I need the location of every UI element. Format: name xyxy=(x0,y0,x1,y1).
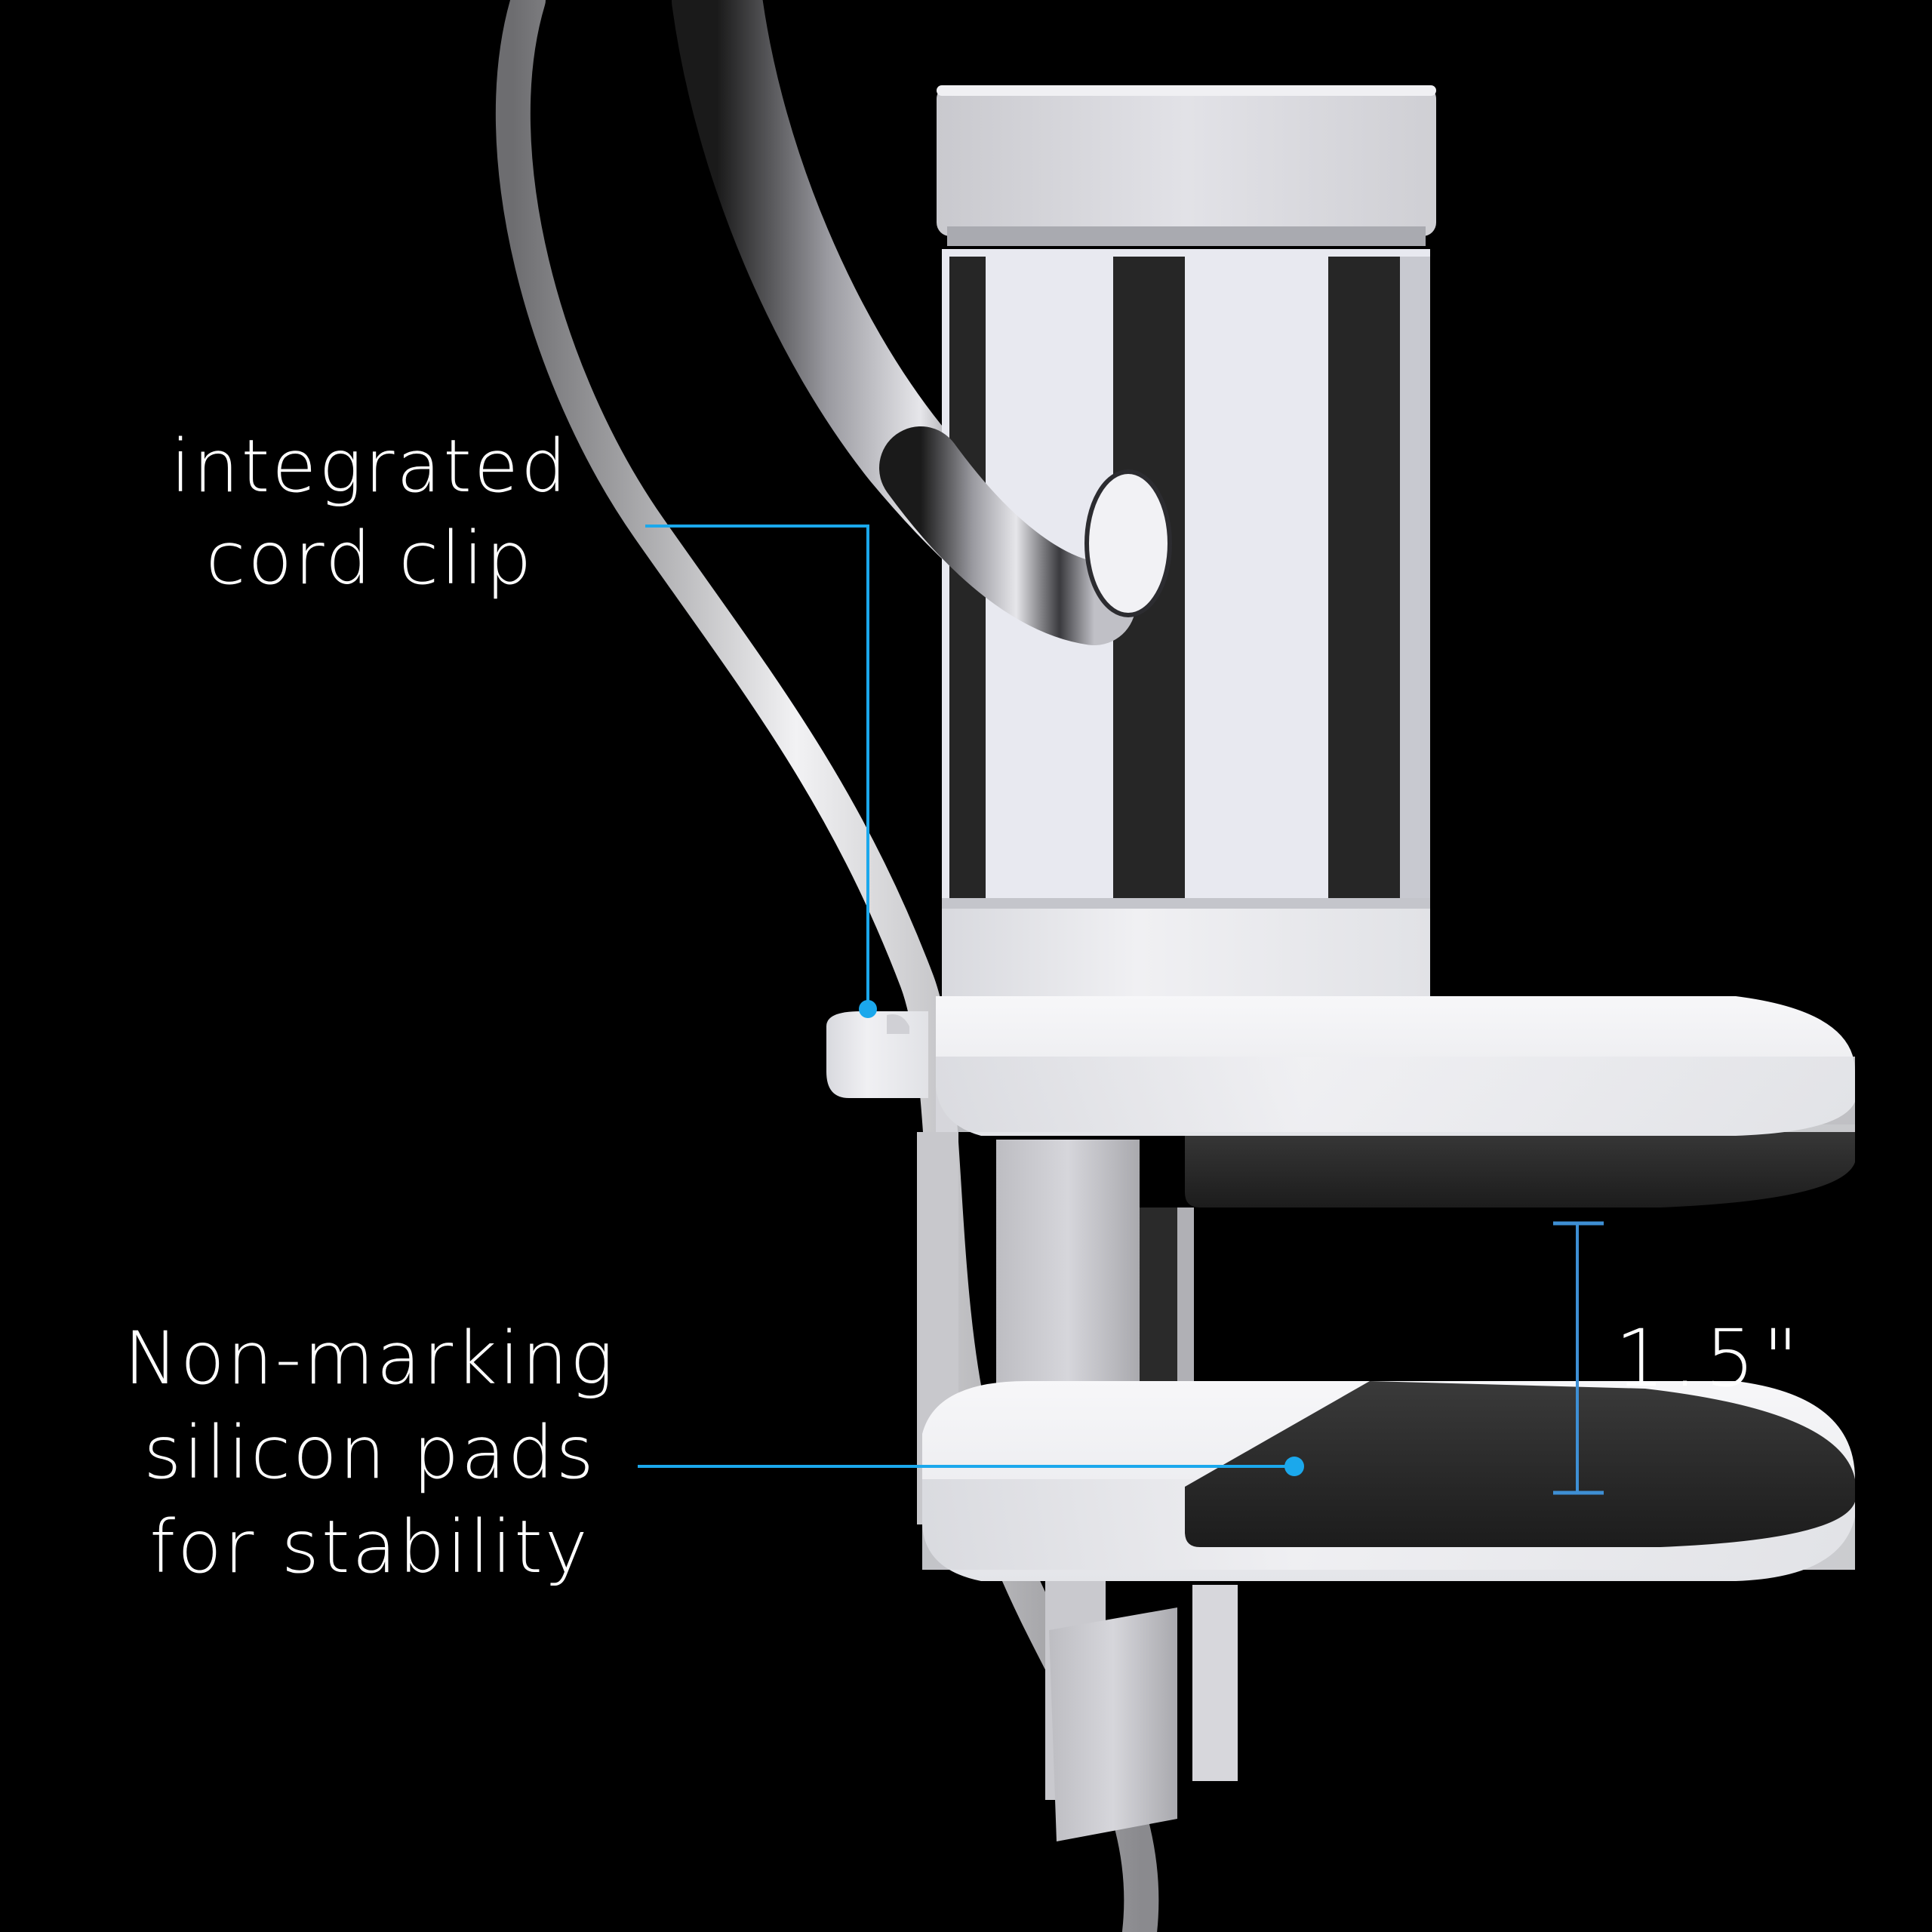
silicon-pads-label-line-3: for stability xyxy=(149,1505,590,1589)
lower-clamp-plate xyxy=(922,1381,1855,1581)
cord-clip-label-line-2: cord clip xyxy=(205,516,534,601)
clamp-opening-dimension-label: 1.5" xyxy=(1615,1312,1807,1404)
top-cap xyxy=(937,85,1436,246)
cord-clip-label: integrated cord clip xyxy=(136,430,604,614)
cord-clip-marker-dot xyxy=(859,1000,877,1018)
arm-joint xyxy=(879,426,1172,645)
silicon-pads-label-line-1: Non-marking xyxy=(124,1316,616,1401)
cord-clip-callout xyxy=(645,525,877,1018)
silicon-pads-label-line-2: silicon pads xyxy=(143,1411,596,1495)
silicon-pads-label: Non-marking silicon pads for stability xyxy=(98,1322,641,1605)
clamp-opening-dimension-bar xyxy=(1553,1221,1604,1495)
silicon-pad-marker-dot xyxy=(1284,1457,1304,1476)
clamp-screw-knob xyxy=(1045,1581,1238,1841)
upper-clamp-plate xyxy=(826,996,1855,1208)
cord-clip-label-line-1: integrated xyxy=(171,424,569,509)
silicon-pad-callout xyxy=(638,1457,1304,1476)
